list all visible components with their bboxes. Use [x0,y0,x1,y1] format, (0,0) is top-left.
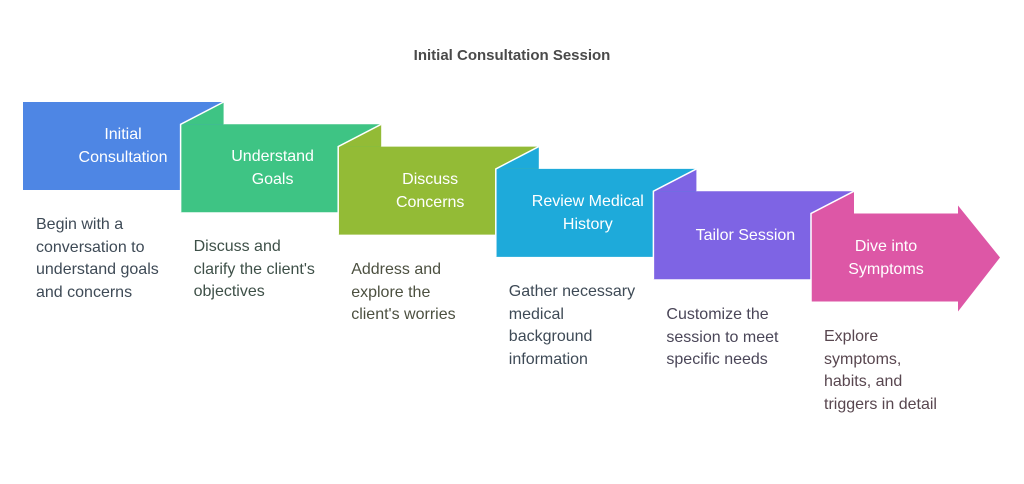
step-description-6: Explore symptoms, habits, and triggers i… [824,328,937,413]
step-label-text: Dive into Symptoms [848,237,924,278]
diagram-title: Initial Consultation Session [413,47,611,64]
fold-edge-5 [652,168,697,280]
step-description-3: Address and explore the client's worries [351,261,456,323]
step-label-1: Initial Consultation [23,102,223,190]
step-label-3: Discuss Concerns [340,147,520,235]
step-shape-2 [180,124,381,213]
fold-edge-4 [495,145,540,257]
step-label-text: Review Medical History [531,192,644,233]
step-shape-5 [653,191,854,280]
step-label-text: Discuss Concerns [395,170,465,211]
step-description-5: Customize the session to meet specific n… [666,306,779,368]
step-shape-3 [338,146,539,235]
step-description-1: Begin with a conversation to understand … [36,216,159,301]
step-label-6: Dive into Symptoms [811,214,961,302]
step-shape-6 [811,205,1000,312]
step-label-2: Understand Goals [183,124,363,212]
step-label-text: Tailor Session [695,226,796,244]
step-label-text: Initial Consultation [78,126,168,166]
step-label-5: Tailor Session [655,191,835,279]
step-description-2: Discuss and clarify the client's objecti… [193,238,315,300]
fold-edge-6 [810,190,855,302]
fold-edge-3 [337,123,382,235]
step-label-text: Understand Goals [231,148,314,189]
step-description-4: Gather necessary medical background info… [508,283,636,368]
step-shape-4 [495,168,696,257]
step-label-4: Review Medical History [498,169,678,257]
step-shape-1 [23,102,223,190]
fold-edge-2 [179,101,224,213]
